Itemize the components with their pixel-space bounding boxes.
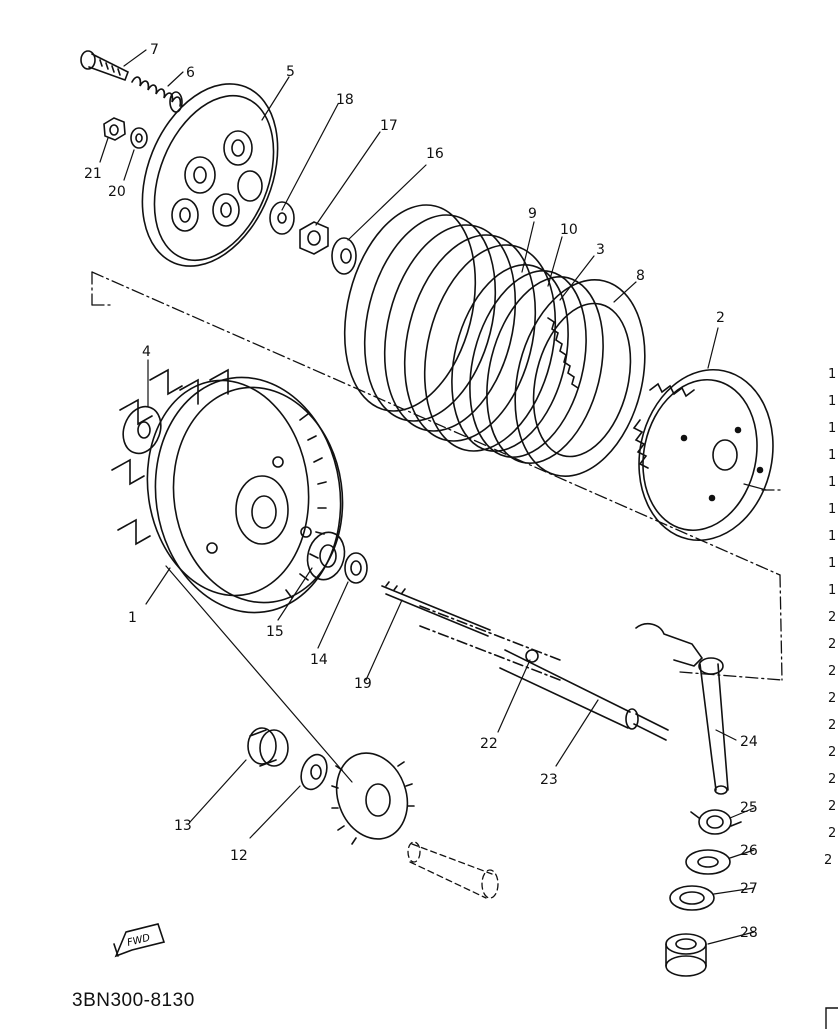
index-fragment: 1 (828, 529, 836, 544)
washer-part (306, 531, 346, 581)
callout-number: 6 (186, 65, 195, 81)
washer-part (122, 405, 162, 455)
lock-washer-part (331, 237, 357, 275)
callout-number: 9 (528, 206, 537, 222)
pressure-plate-part (141, 83, 279, 267)
clutch-boss-part (632, 368, 774, 542)
callout-number: 17 (380, 118, 398, 134)
callout-number: 3 (596, 242, 605, 258)
spring-part (131, 76, 183, 113)
callout-number: 18 (336, 92, 354, 108)
index-fragment: 1 (828, 421, 836, 436)
callout-number: 23 (540, 772, 558, 788)
index-fragment: 1 (828, 556, 836, 571)
index-fragment: 2 (828, 691, 836, 706)
push-rod-part (381, 581, 491, 637)
callout-labels: 7 6 5 18 17 16 21 20 9 10 3 8 2 4 1 15 1… (84, 42, 758, 941)
callout-number: 7 (150, 42, 159, 58)
shaft-sleeve-part (407, 841, 499, 899)
cam-plate-part (269, 201, 295, 235)
fwd-arrow-icon (113, 923, 166, 958)
index-fragment: 1 (828, 475, 836, 490)
assembly-bracket-line (91, 271, 783, 681)
catalog-part-number: 3BN300-8130 (72, 990, 195, 1011)
callout-number: 2 (716, 310, 725, 326)
callout-number: 20 (108, 184, 126, 200)
callout-number: 8 (636, 268, 645, 284)
oil-seal-part (669, 885, 715, 911)
callout-number: 25 (740, 800, 758, 816)
corner-frame (825, 1007, 838, 1029)
nut-part (103, 117, 126, 141)
right-edge-index: 1 1 1 1 1 1 1 1 1 2 2 2 2 2 2 2 2 2 2 (824, 367, 836, 868)
washer-part (300, 753, 328, 791)
callout-number: 14 (310, 652, 328, 668)
callout-number: 21 (84, 166, 102, 182)
callout-number: 10 (560, 222, 578, 238)
callout-number: 15 (266, 624, 284, 640)
index-fragment: 1 (828, 448, 836, 463)
index-fragment: 1 (828, 394, 836, 409)
index-fragment: 1 (828, 502, 836, 517)
index-fragment: 2 (828, 826, 836, 841)
friction-plate-stack (343, 204, 604, 464)
push-lever-shaft-part (419, 605, 561, 681)
bearing-part (665, 933, 707, 977)
clutch-lever-part (635, 622, 729, 795)
callout-number: 19 (354, 676, 372, 692)
index-fragment: 2 (828, 718, 836, 733)
index-fragment: 1 (828, 583, 836, 598)
callout-number: 4 (142, 344, 151, 360)
push-lever-shaft-part (499, 649, 669, 741)
gear-part (331, 752, 415, 845)
index-fragment: 2 (828, 637, 836, 652)
callout-number: 1 (128, 610, 137, 626)
clutch-housing-part (111, 368, 344, 614)
callout-number: 24 (740, 734, 758, 750)
callout-number: 12 (230, 848, 248, 864)
index-fragment: 2 (828, 772, 836, 787)
callout-number: 22 (480, 736, 498, 752)
callout-number: 27 (740, 881, 758, 897)
callout-number: 5 (286, 64, 295, 80)
index-fragment: 2 (828, 799, 836, 814)
callout-number: 16 (426, 146, 444, 162)
index-fragment: 2 (824, 853, 832, 868)
washer-part (344, 552, 368, 584)
index-fragment: 1 (828, 367, 836, 382)
index-fragment: 2 (828, 745, 836, 760)
clutch-plate-part (514, 279, 646, 477)
callout-number: 26 (740, 843, 758, 859)
washer-part (685, 849, 731, 875)
return-spring-part (690, 809, 742, 835)
washer-part (130, 127, 148, 149)
leader-lines (99, 49, 767, 945)
nut-part (299, 221, 329, 255)
index-fragment: 2 (828, 664, 836, 679)
callout-number: 28 (740, 925, 758, 941)
bush-part (247, 727, 289, 767)
index-fragment: 2 (828, 610, 836, 625)
callout-number: 13 (174, 818, 192, 834)
bolt-part (80, 50, 130, 82)
